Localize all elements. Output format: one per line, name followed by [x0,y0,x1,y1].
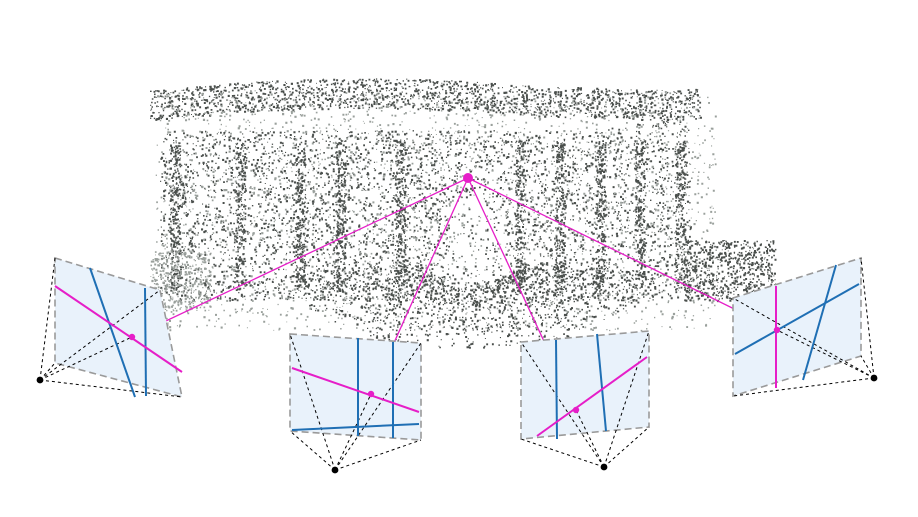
image-line [144,287,147,397]
epipolar-line [54,285,183,373]
camera-ray-segment [776,329,875,379]
point-cloud-cluster [170,140,182,292]
camera-frustum-edge [520,341,605,468]
camera-frustum-edge [334,342,422,471]
camera-center-icon [331,466,339,474]
camera-frustum-edge [860,355,875,379]
point-cloud-cluster [555,141,567,291]
building-point-cloud [150,78,777,349]
image-line [291,423,420,431]
point-cloud-cluster [685,240,777,303]
projection-ray [131,177,469,338]
image-plane [520,330,650,440]
view-2 [289,333,422,474]
camera-views [36,256,878,474]
point-cloud-cluster [515,140,527,292]
point-cloud-cluster [335,140,348,292]
projection-ray [467,177,778,331]
point-cloud-cluster [675,140,687,291]
projection-point-icon [367,390,375,398]
point-cloud-cluster [635,140,647,292]
camera-frustum-edge [860,257,875,379]
camera-frustum-edge [603,426,650,468]
camera-frustum-edge [39,362,56,381]
view-4 [732,256,878,398]
image-plane [289,333,422,441]
epipolar-line [291,367,420,413]
point-cloud-cluster [150,78,702,122]
projection-point-icon [572,406,580,414]
view-1 [36,256,184,399]
camera-center-icon [870,374,878,382]
view-3 [520,330,650,471]
point-cloud-cluster [235,140,247,291]
camera-ray-segment [334,393,372,471]
image-line [734,283,860,355]
camera-center-icon [36,376,44,384]
camera-frustum-edge [39,257,56,381]
camera-frustum-edge [289,430,336,471]
point-cloud-cluster [295,140,308,290]
image-line [596,333,607,432]
projection-point-icon [773,326,781,334]
image-line [89,267,136,398]
epipolar-line [536,356,648,437]
image-line [802,264,837,381]
point-cloud-cluster [284,262,660,349]
image-line [555,339,558,440]
point-cloud-cluster [395,140,407,292]
camera-frustum-edge [39,289,161,381]
point-cloud-cluster [595,140,607,292]
landmark-point-icon [463,173,473,183]
point-cloud-cluster [160,120,692,303]
camera-frustum-edge [520,438,605,468]
camera-ray-segment [575,409,605,468]
camera-center-icon [600,463,608,471]
projection-point-icon [128,333,136,341]
image-plane [54,256,184,399]
